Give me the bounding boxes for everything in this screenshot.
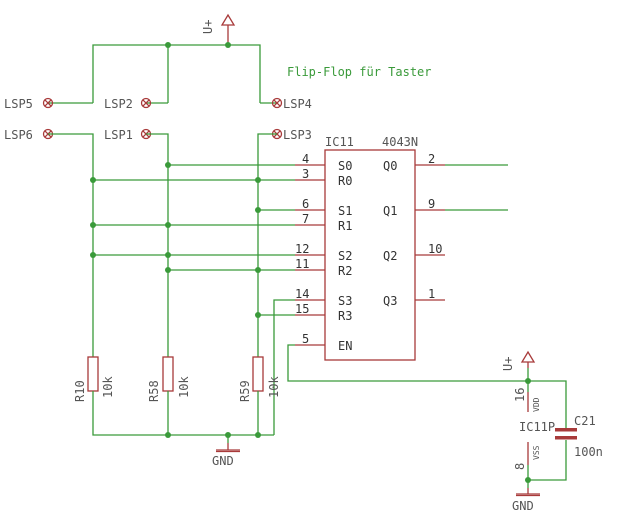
svg-text:LSP5: LSP5 — [4, 97, 33, 111]
svg-text:Q1: Q1 — [383, 204, 397, 218]
ic11p-power-unit: 16 VDD IC11P VSS 8 — [513, 388, 555, 470]
ic-ref: IC11 — [325, 135, 354, 149]
svg-text:12: 12 — [295, 242, 309, 256]
svg-text:S3: S3 — [338, 294, 352, 308]
svg-text:10k: 10k — [267, 376, 281, 398]
svg-text:LSP1: LSP1 — [104, 128, 133, 142]
diagram-title: Flip-Flop für Taster — [287, 65, 432, 79]
svg-text:14: 14 — [295, 287, 309, 301]
resistor-r58: R58 10k — [147, 356, 191, 402]
svg-text:16: 16 — [513, 388, 527, 402]
svg-text:R10: R10 — [73, 380, 87, 402]
svg-text:EN: EN — [338, 339, 352, 353]
svg-text:2: 2 — [428, 152, 435, 166]
svg-text:R3: R3 — [338, 309, 352, 323]
connector-lsp1: LSP1 — [104, 128, 152, 142]
svg-text:5: 5 — [302, 332, 309, 346]
svg-text:11: 11 — [295, 257, 309, 271]
svg-text:10k: 10k — [177, 376, 191, 398]
svg-text:10k: 10k — [101, 376, 115, 398]
connector-lsp4: LSP4 — [271, 97, 312, 111]
svg-text:R2: R2 — [338, 264, 352, 278]
svg-text:7: 7 — [302, 212, 309, 226]
top-bus — [92, 44, 261, 103]
svg-text:Q3: Q3 — [383, 294, 397, 308]
resistor-r10: R10 10k — [73, 356, 115, 402]
svg-text:LSP3: LSP3 — [283, 128, 312, 142]
connector-lsp3: LSP3 — [271, 128, 312, 142]
supply-symbol-2: U+ — [501, 350, 536, 371]
svg-text:9: 9 — [428, 197, 435, 211]
svg-text:S1: S1 — [338, 204, 352, 218]
svg-text:LSP6: LSP6 — [4, 128, 33, 142]
svg-text:S2: S2 — [338, 249, 352, 263]
svg-text:Q2: Q2 — [383, 249, 397, 263]
supply-label-top: U+ — [201, 20, 215, 34]
svg-text:3: 3 — [302, 167, 309, 181]
connector-lsp5: LSP5 — [4, 97, 54, 111]
svg-text:U+: U+ — [501, 357, 515, 371]
svg-text:Q0: Q0 — [383, 159, 397, 173]
svg-text:S0: S0 — [338, 159, 352, 173]
ic-part: 4043N — [382, 135, 418, 149]
svg-text:VSS: VSS — [532, 445, 541, 460]
svg-text:100n: 100n — [574, 445, 603, 459]
svg-text:10: 10 — [428, 242, 442, 256]
svg-text:LSP4: LSP4 — [283, 97, 312, 111]
resistor-r59: R59 10k — [238, 356, 281, 402]
svg-text:C21: C21 — [574, 414, 596, 428]
capacitor-c21: C21 100n — [555, 414, 603, 459]
ic-right-pins: Q0 2 Q1 9 Q2 10 Q3 1 — [383, 152, 445, 308]
svg-text:R0: R0 — [338, 174, 352, 188]
supply-symbol-top: U+ — [201, 13, 236, 45]
svg-text:15: 15 — [295, 302, 309, 316]
gnd-label-2: GND — [512, 499, 534, 513]
svg-text:6: 6 — [302, 197, 309, 211]
connector-lsp6: LSP6 — [4, 128, 54, 142]
connector-lsp2: LSP2 — [104, 97, 152, 111]
gnd-symbol-2: GND — [512, 488, 540, 513]
svg-text:8: 8 — [513, 463, 527, 470]
svg-text:LSP2: LSP2 — [104, 97, 133, 111]
svg-text:1: 1 — [428, 287, 435, 301]
svg-text:4: 4 — [302, 152, 309, 166]
svg-text:R59: R59 — [238, 380, 252, 402]
svg-text:IC11P: IC11P — [519, 420, 555, 434]
gnd-symbol-1: GND — [212, 443, 240, 468]
svg-text:R58: R58 — [147, 380, 161, 402]
svg-text:VDD: VDD — [532, 397, 541, 412]
gnd-label-1: GND — [212, 454, 234, 468]
svg-text:R1: R1 — [338, 219, 352, 233]
